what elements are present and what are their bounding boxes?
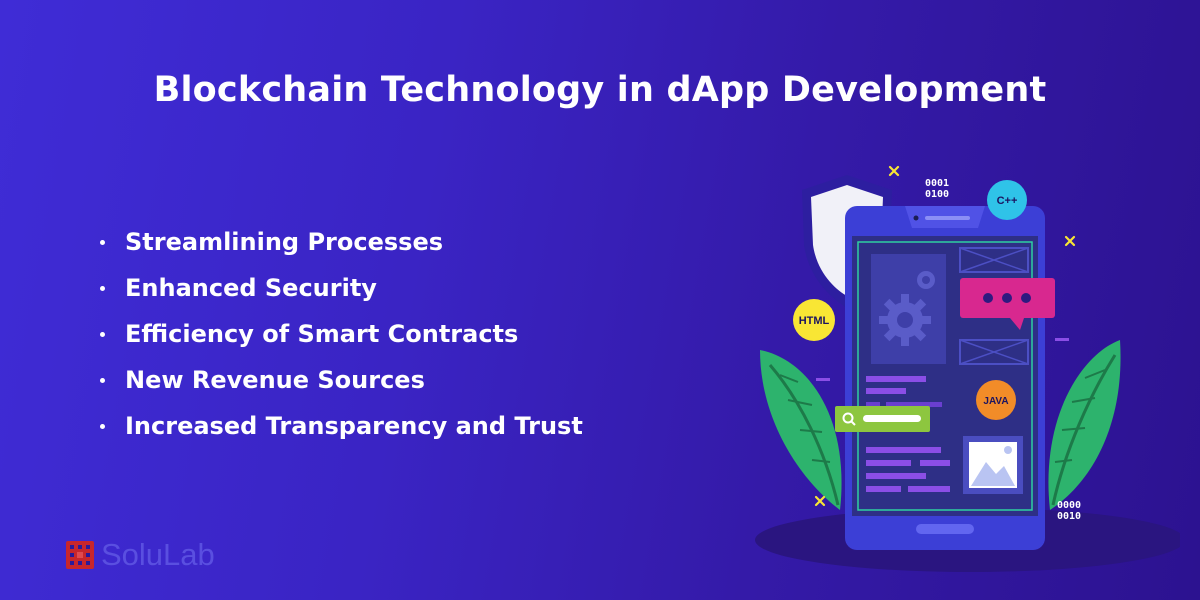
html-badge: HTML: [793, 299, 835, 341]
accent-dash: [816, 378, 830, 381]
search-icon: [842, 412, 856, 426]
binary-text-bottom-2: 0010: [1057, 511, 1081, 522]
cpp-badge: C++: [987, 180, 1027, 220]
brand-logo: SoluLab: [66, 535, 215, 575]
binary-text-bottom-1: 0000: [1057, 500, 1081, 511]
binary-text-top-1: 0001: [925, 178, 949, 189]
binary-text-top-2: 0100: [925, 189, 949, 200]
chat-bubble-icon: [960, 278, 1055, 330]
list-item: New Revenue Sources: [98, 360, 583, 406]
list-item: Streamlining Processes: [98, 222, 583, 268]
gear-icon: [879, 271, 935, 346]
sparkle-icon: [888, 165, 900, 177]
page-title: Blockchain Technology in dApp Developmen…: [153, 70, 1047, 110]
java-badge-label: JAVA: [983, 396, 1008, 407]
sparkle-icon: [1064, 235, 1076, 247]
list-item: Efficiency of Smart Contracts: [98, 314, 583, 360]
list-item: Enhanced Security: [98, 268, 583, 314]
feature-list: Streamlining Processes Enhanced Security…: [98, 222, 583, 452]
solulab-logo-icon: [66, 541, 94, 569]
logo-name: SoluLab: [101, 537, 215, 572]
list-item: Increased Transparency and Trust: [98, 406, 583, 452]
dapp-phone-illustration: HTML C++ JAVA 0001 0100 0000 0010: [755, 165, 1180, 572]
java-badge: JAVA: [976, 380, 1016, 420]
cpp-badge-label: C++: [997, 195, 1018, 207]
image-icon: [963, 436, 1023, 494]
leaf-icon: [1048, 340, 1121, 510]
leaf-icon: [760, 350, 842, 510]
accent-dash: [1055, 338, 1069, 341]
sparkle-icon: [814, 495, 826, 507]
search-bar: [835, 406, 930, 432]
html-badge-label: HTML: [799, 315, 830, 327]
phone-mockup: [845, 206, 1045, 550]
